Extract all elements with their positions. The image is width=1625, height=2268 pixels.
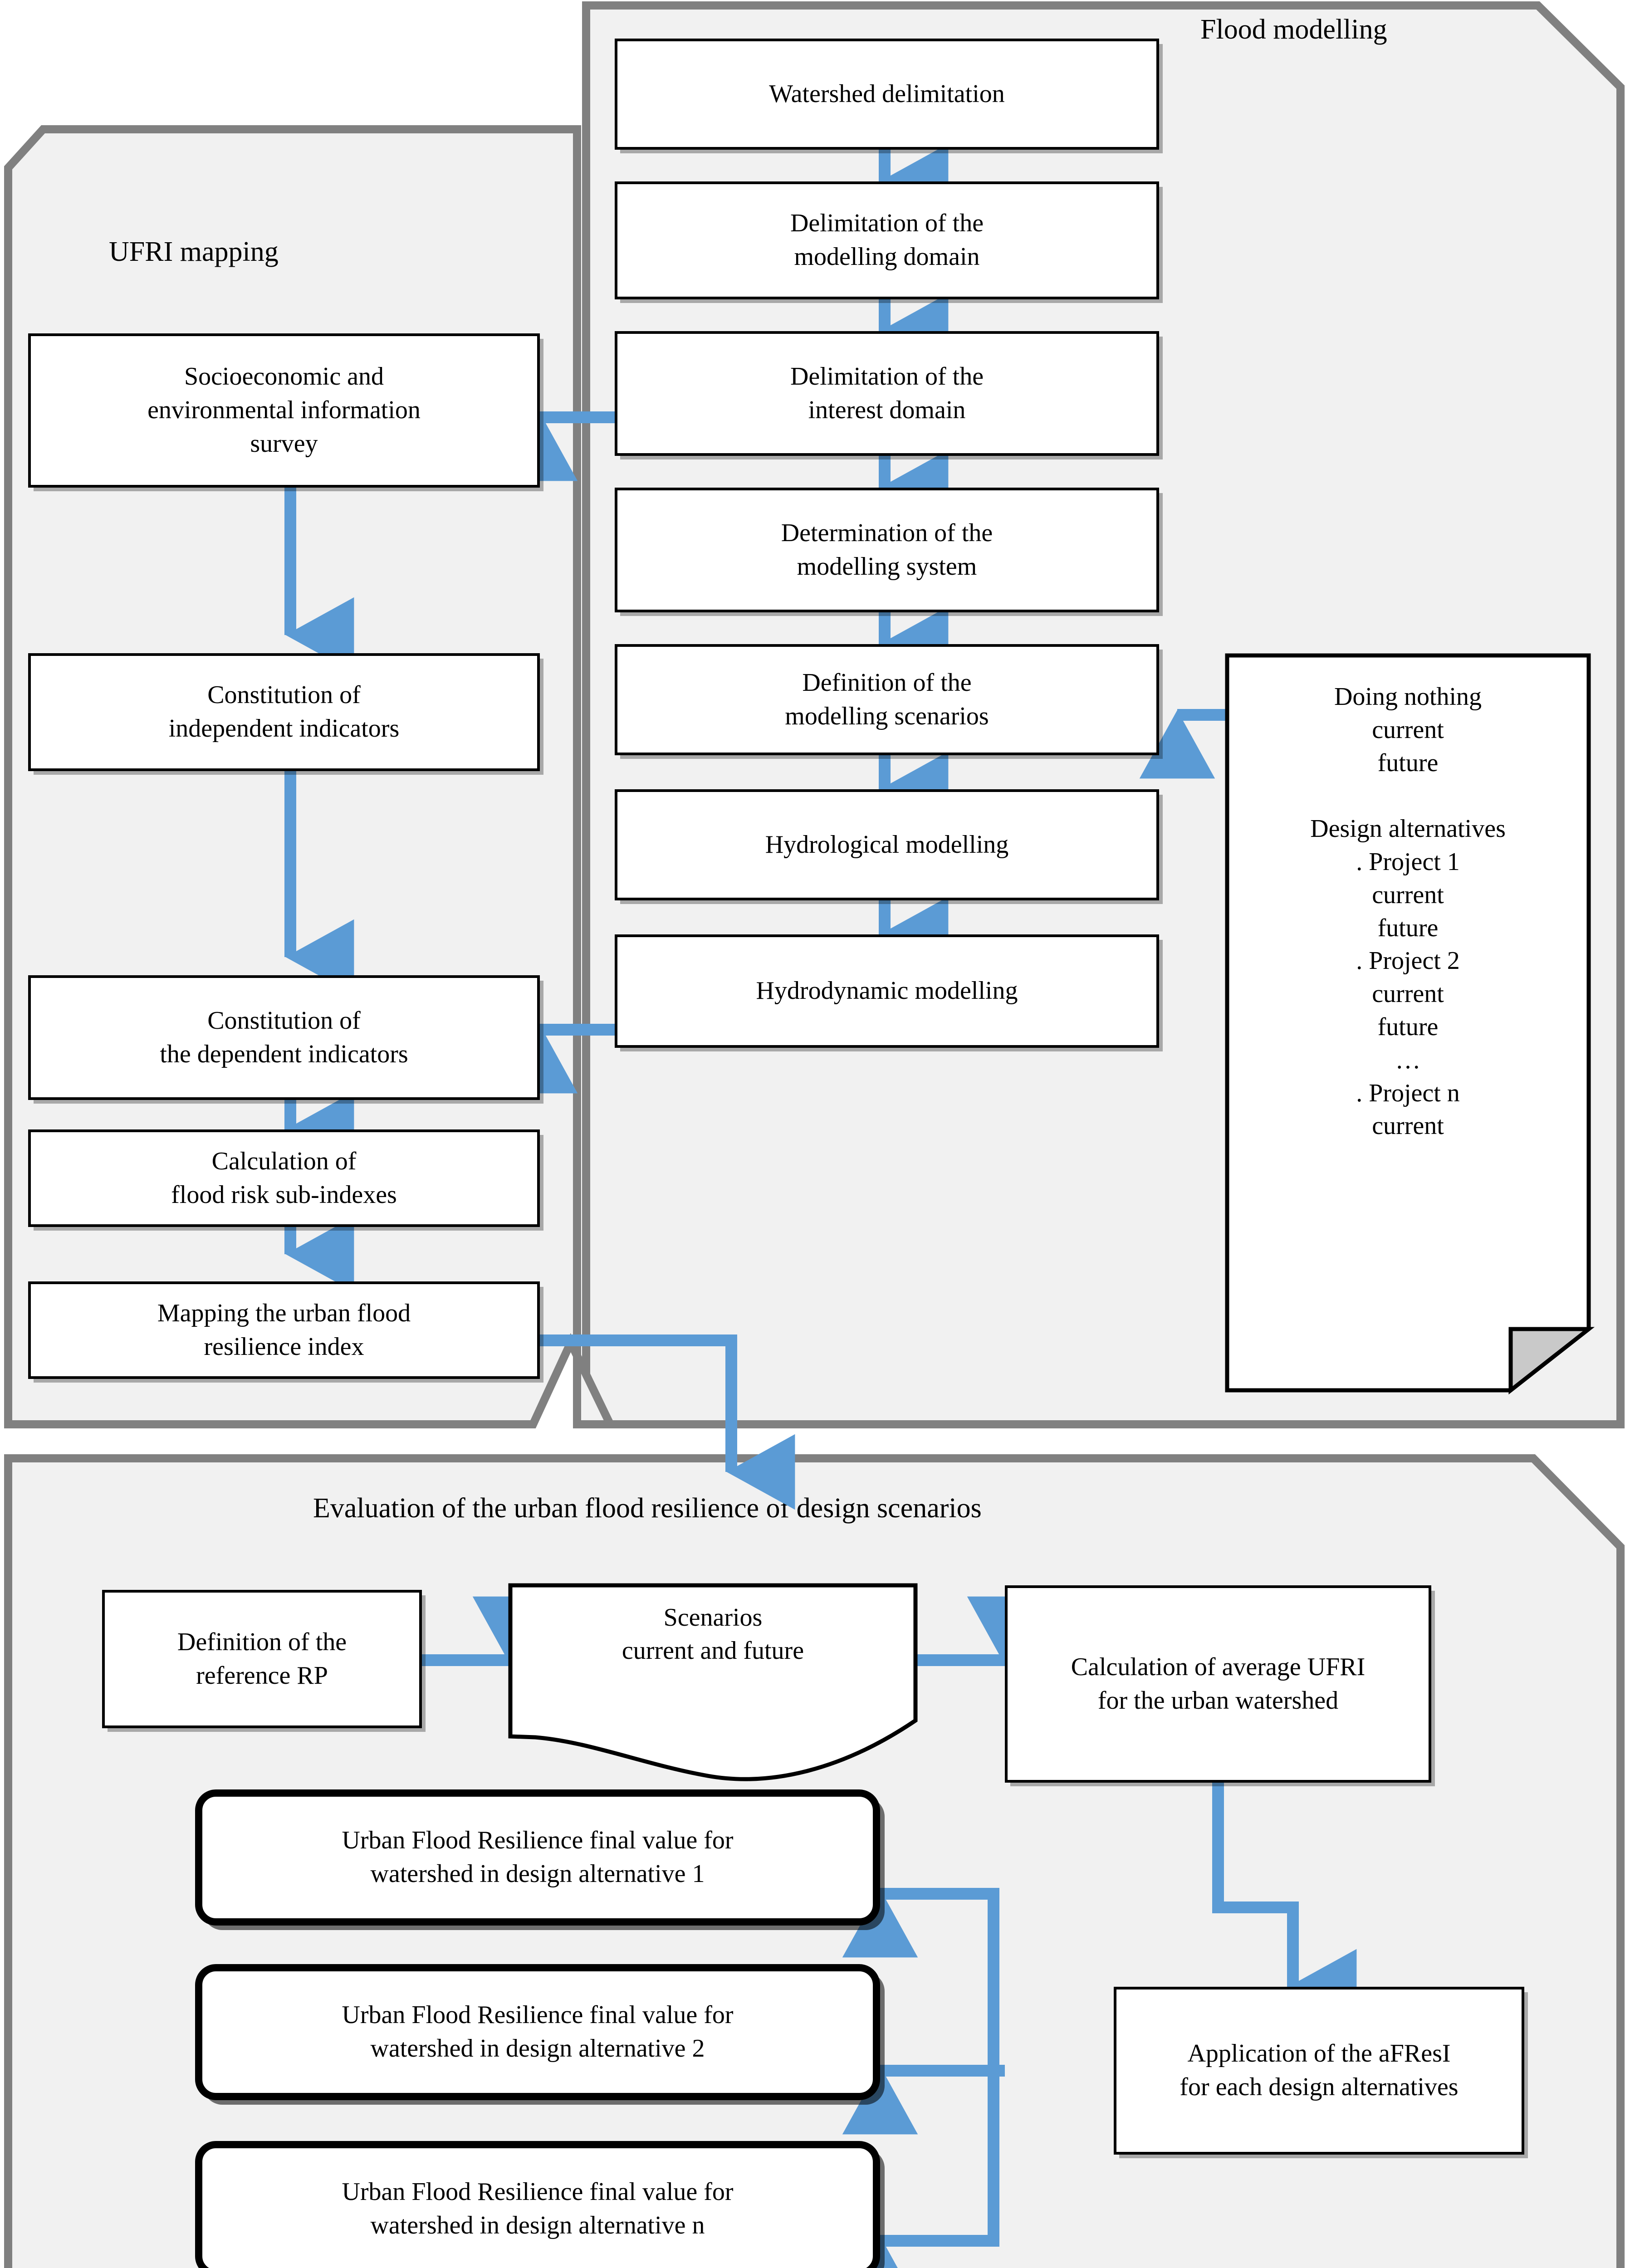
panel-title-flood-modelling: Flood modelling — [1200, 14, 1387, 45]
node-label: Delimitation of the interest domain — [790, 362, 984, 424]
node-socioeconomic-survey[interactable]: Socioeconomic and environmental informat… — [28, 333, 540, 488]
node-label: Definition of the modelling scenarios — [785, 668, 989, 730]
node-label: Urban Flood Resilience final value for w… — [342, 2178, 734, 2239]
node-label: Socioeconomic and environmental informat… — [147, 362, 421, 458]
node-hydrodynamic-modelling[interactable]: Hydrodynamic modelling — [615, 934, 1159, 1048]
node-flood-risk-sub-indexes[interactable]: Calculation of flood risk sub-indexes — [28, 1129, 540, 1227]
node-label: Application of the aFResI for each desig… — [1180, 2039, 1459, 2101]
node-scenarios-current-future-label: Scenarios current and future — [622, 1603, 804, 1665]
node-watershed-delimitation[interactable]: Watershed delimitation — [615, 39, 1159, 150]
node-label: Constitution of the dependent indicators — [160, 1006, 408, 1068]
node-hydrological-modelling[interactable]: Hydrological modelling — [615, 789, 1159, 900]
node-ufr-final-value-alt-1[interactable]: Urban Flood Resilience final value for w… — [195, 1789, 880, 1926]
arrow-mapping-to-evaluation — [540, 1334, 795, 1510]
node-label: Urban Flood Resilience final value for w… — [342, 1826, 734, 1888]
node-delimitation-modelling-domain[interactable]: Delimitation of the modelling domain — [615, 181, 1159, 299]
document-fold-icon — [1508, 1327, 1595, 1395]
node-application-afresi[interactable]: Application of the aFResI for each desig… — [1114, 1987, 1524, 2155]
node-definition-modelling-scenarios[interactable]: Definition of the modelling scenarios — [615, 644, 1159, 755]
node-dependent-indicators[interactable]: Constitution of the dependent indicators — [28, 975, 540, 1100]
node-label: Definition of the reference RP — [177, 1628, 347, 1690]
node-definition-reference-rp[interactable]: Definition of the reference RP — [102, 1590, 422, 1728]
node-label: Urban Flood Resilience final value for w… — [342, 2001, 734, 2063]
node-label: Calculation of average UFRI for the urba… — [1071, 1652, 1366, 1715]
node-delimitation-interest-domain[interactable]: Delimitation of the interest domain — [615, 331, 1159, 456]
node-label: Delimitation of the modelling domain — [790, 209, 984, 271]
node-independent-indicators[interactable]: Constitution of independent indicators — [28, 653, 540, 771]
panel-title-evaluation: Evaluation of the urban flood resilience… — [313, 1493, 982, 1524]
node-label: Watershed delimitation — [769, 79, 1005, 108]
panel-title-ufri-mapping: UFRI mapping — [109, 236, 279, 267]
node-label: Hydrodynamic modelling — [756, 977, 1018, 1005]
node-label: Hydrological modelling — [765, 830, 1009, 859]
node-label: Calculation of flood risk sub-indexes — [171, 1147, 397, 1209]
node-ufr-final-value-alt-n[interactable]: Urban Flood Resilience final value for w… — [195, 2141, 880, 2268]
node-ufr-final-value-alt-2[interactable]: Urban Flood Resilience final value for w… — [195, 1964, 880, 2100]
node-label: Determination of the modelling system — [781, 518, 993, 581]
node-determination-modelling-system[interactable]: Determination of the modelling system — [615, 488, 1159, 612]
design-scenarios-document-text: Doing nothing current future Design alte… — [1310, 683, 1506, 1140]
node-label: Constitution of independent indicators — [168, 681, 400, 743]
node-mapping-ufri[interactable]: Mapping the urban flood resilience index — [28, 1281, 540, 1379]
arrow-trunk-to-result-3 — [842, 2071, 999, 2268]
scenarios-current-future-shape[interactable] — [508, 1583, 918, 1781]
arrow-calculation-to-application — [1212, 1783, 1357, 2025]
node-label: Mapping the urban flood resilience index — [157, 1299, 411, 1361]
node-calculation-average-ufri[interactable]: Calculation of average UFRI for the urba… — [1005, 1585, 1431, 1783]
